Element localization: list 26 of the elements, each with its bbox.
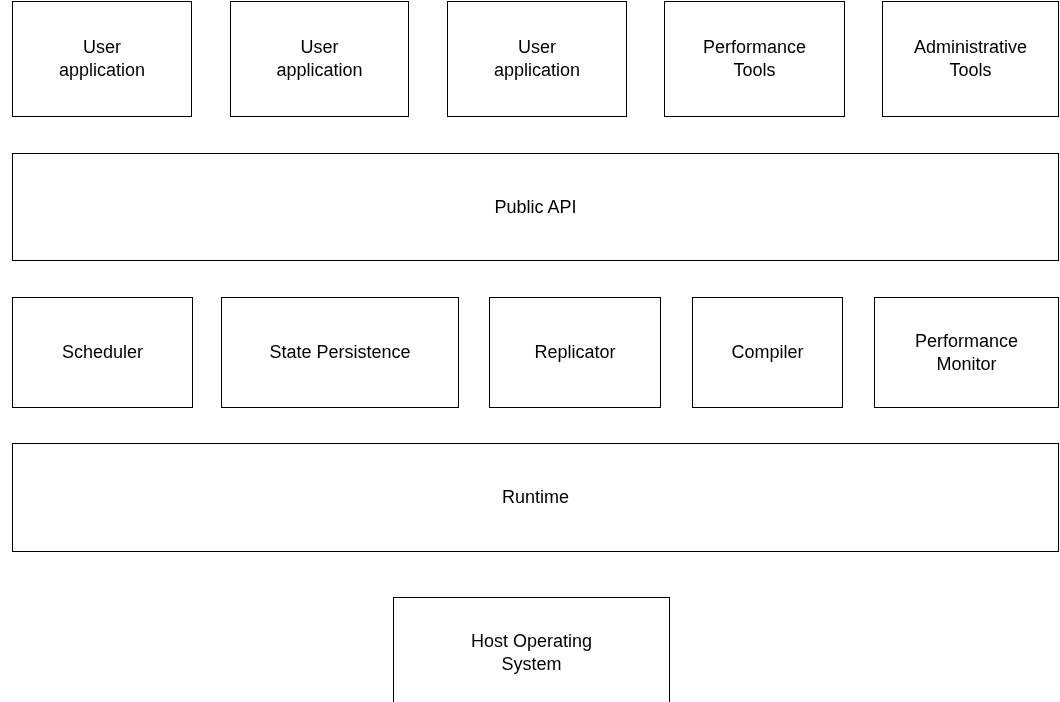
layer-label: Compiler (731, 341, 804, 364)
layer-label: User application (57, 36, 147, 82)
layer-box (230, 1, 409, 117)
layer-label: Performance Monitor (913, 329, 1019, 376)
component-box (12, 297, 193, 408)
component-box (692, 297, 843, 408)
layer-label: State Persistence (269, 341, 411, 364)
layer-box (12, 1, 192, 117)
layer-band (12, 443, 1059, 552)
layer-box (664, 1, 845, 117)
layer-label: Runtime (502, 486, 569, 509)
component-box (489, 297, 661, 408)
layer-box (882, 1, 1059, 117)
layer-label: Scheduler (61, 341, 144, 364)
layer-label: Performance Tools (701, 36, 807, 82)
layer-band (12, 153, 1059, 261)
layer-box (447, 1, 627, 117)
component-box (874, 297, 1059, 408)
layer-label: Host Operating System (469, 629, 594, 676)
layer-label: Administrative Tools (912, 36, 1028, 82)
layer-label: User application (492, 36, 582, 82)
layer-label: Replicator (534, 341, 616, 364)
layer-label: Public API (494, 195, 577, 219)
layer-box (393, 597, 670, 702)
component-box (221, 297, 459, 408)
layer-label: User application (275, 36, 364, 82)
